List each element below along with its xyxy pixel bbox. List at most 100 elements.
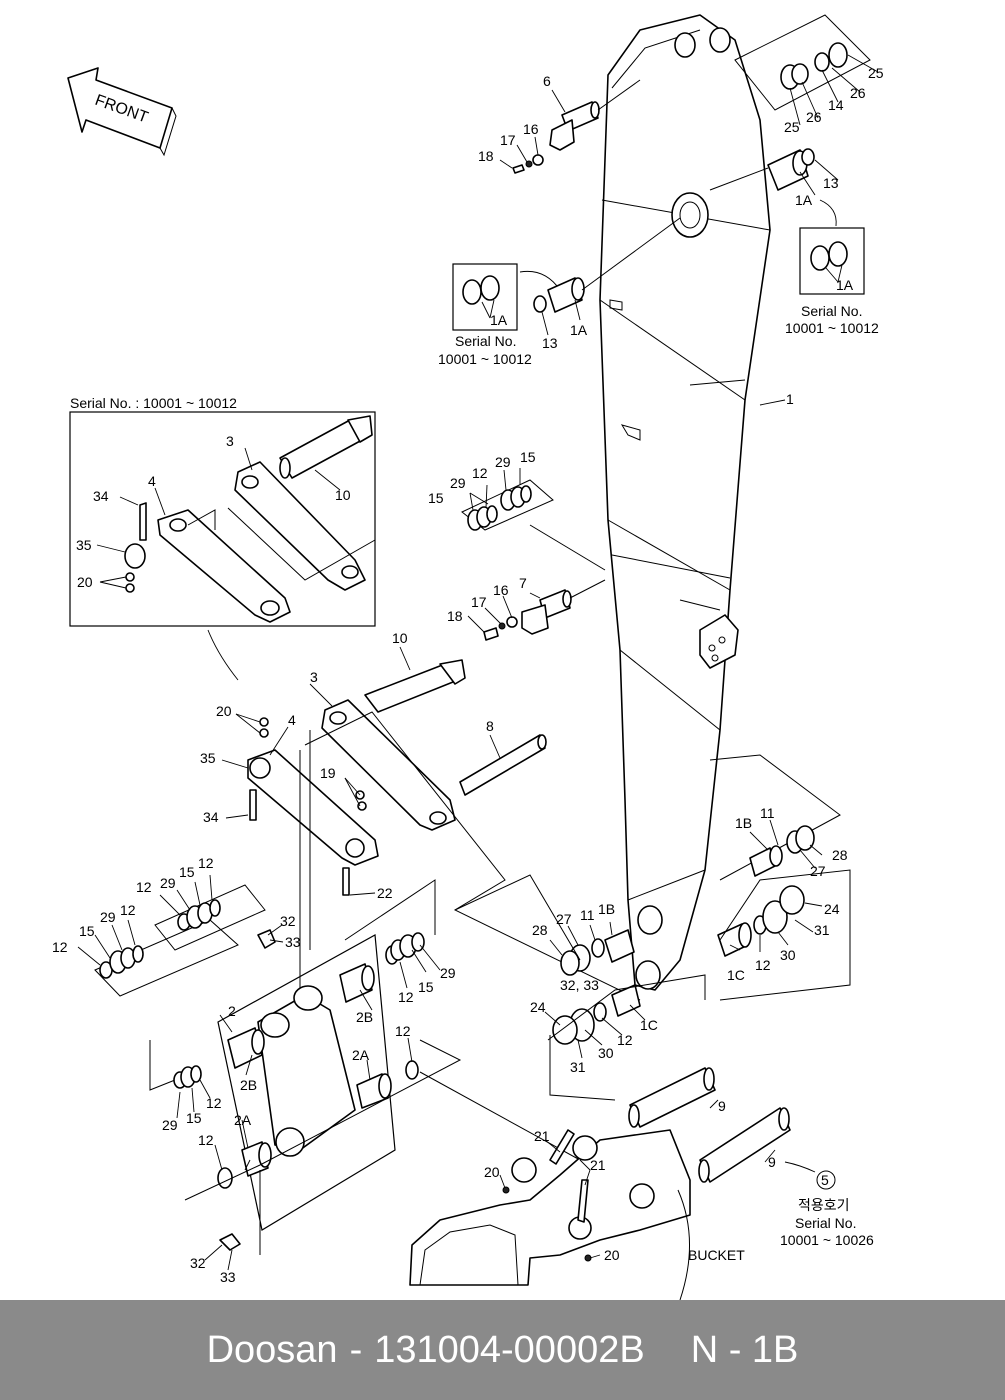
callout-1A: 1A — [570, 322, 588, 338]
korean-note: 적용호기 — [798, 1197, 850, 1213]
callout-20: 20 — [604, 1247, 620, 1263]
callout-31: 31 — [570, 1059, 586, 1075]
callout-19: 19 — [320, 765, 336, 781]
callout-10: 10 — [392, 630, 408, 646]
callout-2A: 2A — [352, 1047, 370, 1063]
callout-1A: 1A — [836, 277, 854, 293]
callout-29: 29 — [162, 1117, 178, 1133]
callout-9: 9 — [768, 1154, 776, 1170]
callout-1A: 1A — [795, 192, 813, 208]
front-arrow-icon: FRONT — [67, 67, 177, 157]
callout-2B: 2B — [240, 1077, 257, 1093]
bucket-link-assembly — [149, 879, 581, 1255]
serial-label: Serial No. — [455, 333, 516, 349]
callout-20: 20 — [216, 703, 232, 719]
callout-3: 3 — [226, 433, 234, 449]
curved-arrow — [207, 629, 239, 681]
callout-34: 34 — [93, 488, 109, 504]
bucket-label: BUCKET — [688, 1247, 745, 1263]
callout-29: 29 — [495, 454, 511, 470]
footer-separator: - — [349, 1328, 363, 1371]
callout-16: 16 — [493, 582, 509, 598]
callout-21: 21 — [590, 1157, 606, 1173]
callout-12: 12 — [472, 465, 488, 481]
serial-box-top-right: 1A Serial No. 10001 ~ 10012 — [785, 227, 879, 336]
callout-15: 15 — [186, 1110, 202, 1126]
callout-17: 17 — [471, 594, 487, 610]
callout-1B: 1B — [735, 815, 752, 831]
washer-group-left — [94, 884, 266, 997]
callout-32-33: 32, 33 — [560, 977, 599, 993]
link-assembly — [247, 659, 641, 1010]
callout-32: 32 — [280, 913, 296, 929]
callout-15: 15 — [79, 923, 95, 939]
callout-24: 24 — [824, 901, 840, 917]
callout-12: 12 — [398, 989, 414, 1005]
callout-13: 13 — [823, 175, 839, 191]
callout-26: 26 — [850, 85, 866, 101]
callout-33: 33 — [220, 1269, 236, 1285]
callout-1A: 1A — [490, 312, 508, 328]
callout-32: 32 — [190, 1255, 206, 1271]
serial-range: 10001 ~ 10012 — [438, 351, 532, 367]
callout-12: 12 — [198, 855, 214, 871]
callout-12: 12 — [198, 1132, 214, 1148]
callout-25: 25 — [868, 65, 884, 81]
callout-11: 11 — [760, 805, 775, 821]
callout-15: 15 — [179, 864, 195, 880]
callout-29: 29 — [160, 875, 176, 891]
footer-page-code: N - 1B — [690, 1328, 799, 1371]
callout-2B: 2B — [356, 1009, 373, 1025]
callout-labels: 1 6 16 17 18 25 26 14 26 25 13 1A 1A 13 … — [52, 65, 884, 1285]
footer-part-number: 131004-00002B — [374, 1328, 645, 1371]
callout-25: 25 — [784, 119, 800, 135]
serial-box-top-left: 1A Serial No. 10001 ~ 10012 — [438, 263, 532, 367]
callout-27: 27 — [556, 911, 572, 927]
serial-range: 10001 ~ 10012 — [785, 320, 879, 336]
callout-12: 12 — [52, 939, 68, 955]
callout-1C: 1C — [640, 1017, 658, 1033]
callout-11: 11 — [580, 907, 595, 923]
top-right-parts — [533, 14, 871, 313]
pin-7 — [483, 579, 606, 641]
callout-12: 12 — [755, 957, 771, 973]
parts-diagram: FRONT 1A Serial No. 10001 ~ 10012 — [52, 14, 884, 1300]
callout-12: 12 — [617, 1032, 633, 1048]
callout-15: 15 — [418, 979, 434, 995]
callout-26: 26 — [806, 109, 822, 125]
callout-4: 4 — [288, 712, 296, 728]
callout-7: 7 — [519, 575, 527, 591]
footer-brand: Doosan — [206, 1328, 338, 1371]
callout-12: 12 — [120, 902, 136, 918]
callout-1C: 1C — [727, 967, 745, 983]
callout-21: 21 — [534, 1128, 550, 1144]
footer-bar: Doosan - 131004-00002B N - 1B — [0, 1300, 1005, 1400]
callout-35: 35 — [76, 537, 92, 553]
callout-27: 27 — [810, 863, 826, 879]
callout-20: 20 — [77, 574, 93, 590]
callout-30: 30 — [780, 947, 796, 963]
serial-label: Serial No. — [795, 1215, 856, 1231]
inset-serial-box: Serial No. : 10001 ~ 10012 — [69, 395, 376, 627]
callout-4: 4 — [148, 473, 156, 489]
callout-29: 29 — [450, 475, 466, 491]
callout-12: 12 — [395, 1023, 411, 1039]
callout-18: 18 — [478, 148, 494, 164]
callout-8: 8 — [486, 718, 494, 734]
callout-16: 16 — [523, 121, 539, 137]
callout-30: 30 — [598, 1045, 614, 1061]
callout-1B: 1B — [598, 901, 615, 917]
callout-29: 29 — [440, 965, 456, 981]
leader-lines — [77, 54, 879, 1271]
curved-arrow — [784, 1161, 816, 1173]
callout-28: 28 — [832, 847, 848, 863]
callout-13: 13 — [542, 335, 558, 351]
callout-14: 14 — [828, 97, 844, 113]
callout-1: 1 — [786, 391, 794, 407]
callout-33: 33 — [285, 934, 301, 950]
serial-label: Serial No. — [801, 303, 862, 319]
callout-29: 29 — [100, 909, 116, 925]
callout-22: 22 — [377, 885, 393, 901]
serial-range: 10001 ~ 10026 — [780, 1232, 874, 1248]
bucket-pins — [409, 1067, 791, 1300]
